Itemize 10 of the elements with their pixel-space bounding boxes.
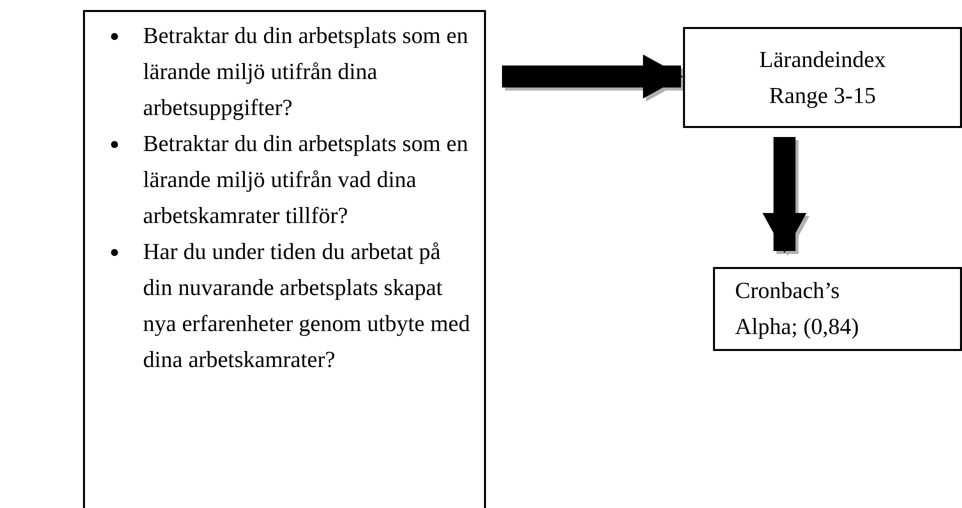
question-box xyxy=(83,10,486,508)
box-label: Cronbach’s Alpha; (0,84) xyxy=(735,277,860,341)
text-box xyxy=(713,267,962,351)
text-box xyxy=(683,27,962,128)
question-text: Betraktar du din arbetsplats som en lärande miljö utifrån dina arbetsuppgifter? xyxy=(143,22,470,122)
question-text: Betraktar du din arbetsplats som en lärande miljö utifrån vad dina arbetskamrater tillför? xyxy=(143,130,470,230)
block-arrow xyxy=(762,137,806,253)
question-text: Har du under tiden du arbetat på din nuvarande arbetsplats skapat nya erfarenheter genom utbyte med dina arbetskamrater? xyxy=(143,238,471,374)
block-arrow xyxy=(502,54,683,98)
box-label: Lärandeindex Range 3-15 xyxy=(758,46,887,110)
